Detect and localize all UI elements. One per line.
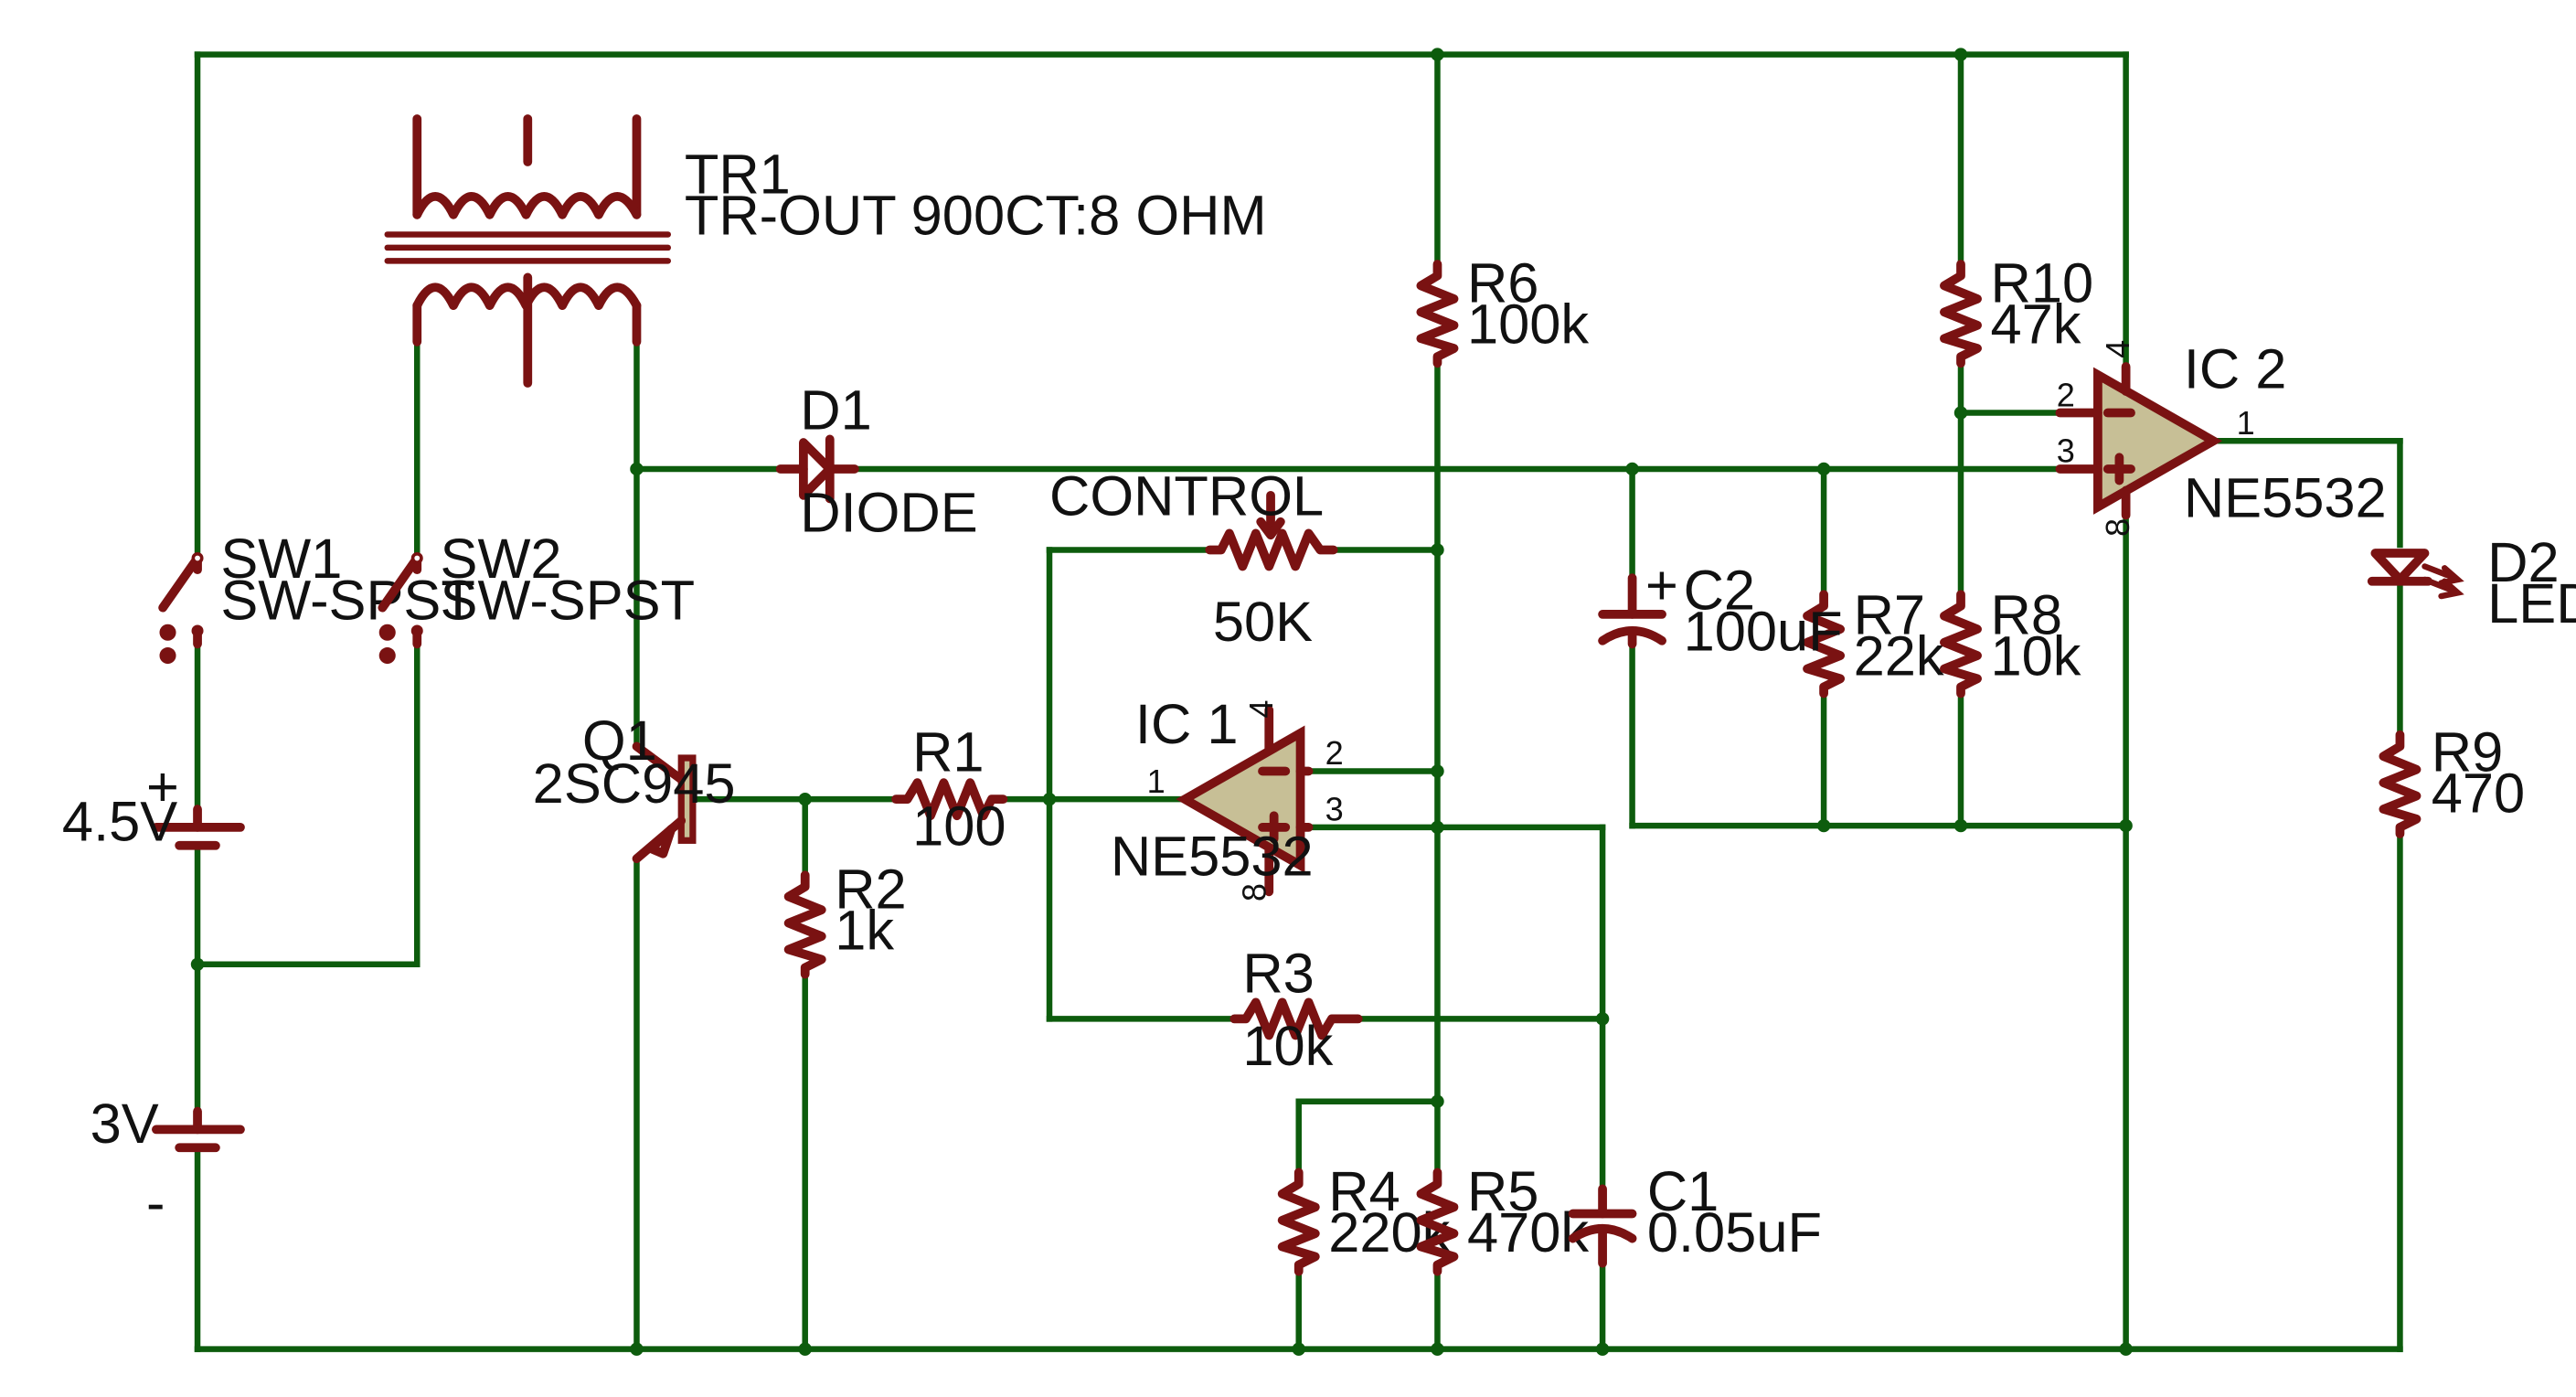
- r1-value: 100: [912, 795, 1006, 858]
- resistor-r7: R7 22k: [1803, 584, 1944, 698]
- battery-3v-value: 3V: [90, 1093, 159, 1156]
- ic2-pin1: 1: [2237, 404, 2255, 442]
- ic2-ref: IC 2: [2184, 337, 2287, 400]
- r2-ref: R2: [835, 858, 906, 921]
- battery-4v5-plus: +: [146, 755, 179, 818]
- diode-d1: D1 DIODE: [775, 379, 978, 545]
- r9-value: 470: [2432, 762, 2525, 826]
- r6-ref: R6: [1467, 252, 1538, 315]
- ic1-value: NE5532: [1111, 825, 1314, 888]
- d1-value: DIODE: [800, 482, 977, 545]
- ic1-pin3: 3: [1325, 791, 1344, 828]
- r7-ref: R7: [1854, 584, 1925, 647]
- control-label: CONTROL: [1049, 465, 1324, 528]
- q1-value: 2SC945: [533, 752, 736, 816]
- capacitor-c1: C1 0.05uF: [1568, 1160, 1822, 1268]
- resistor-r2: R2 1k: [783, 858, 907, 979]
- c2-value: 100uF: [1684, 601, 1843, 664]
- d2-value: LED: [2487, 572, 2576, 635]
- resistor-r8: R8 10k: [1940, 584, 2081, 698]
- capacitor-c2: + C2 100uF: [1598, 554, 1843, 664]
- battery-4v5: + 4.5V: [62, 755, 245, 853]
- r5-ref: R5: [1467, 1160, 1538, 1223]
- battery-3v: 3V -: [90, 1093, 245, 1235]
- ic1-pin1: 1: [1147, 762, 1166, 800]
- ic2-pin3: 3: [2057, 432, 2075, 470]
- battery-3v-minus: -: [146, 1172, 165, 1235]
- led-d2: D2 LED: [2367, 531, 2576, 635]
- c2-plus: +: [1645, 554, 1678, 617]
- ic1-ref: IC 1: [1135, 693, 1239, 756]
- resistor-r6: R6 100k: [1416, 252, 1589, 368]
- ic2-value: NE5532: [2184, 466, 2387, 529]
- resistor-r1: R1 100: [891, 720, 1008, 858]
- transformer-tr1: TR1 TR-OUT 900CT:8 OHM: [384, 114, 1267, 388]
- ic2-pin8: 8: [2099, 518, 2136, 537]
- d2-ref: D2: [2487, 531, 2559, 594]
- transistor-q1: Q1 2SC945: [533, 709, 736, 864]
- resistor-r3: R3 10k: [1229, 942, 1363, 1078]
- r1-ref: R1: [912, 720, 984, 784]
- r8-value: 10k: [1991, 625, 2081, 688]
- sw2-ref: SW2: [441, 528, 562, 591]
- ic1-pin4: 4: [1242, 700, 1280, 719]
- battery-4v5-value: 4.5V: [62, 790, 177, 853]
- r4-ref: R4: [1328, 1160, 1400, 1223]
- sw1-ref: SW1: [220, 528, 342, 591]
- ic2-pin4: 4: [2099, 340, 2136, 358]
- c1-ref: C1: [1647, 1160, 1719, 1223]
- tr1-value: TR-OUT 900CT:8 OHM: [685, 184, 1267, 247]
- r10-value: 47k: [1991, 293, 2081, 357]
- r10-ref: R10: [1991, 252, 2094, 315]
- ic1-pin8: 8: [1236, 883, 1273, 901]
- ic1-pin2: 2: [1325, 734, 1344, 772]
- r9-ref: R9: [2432, 720, 2503, 784]
- resistor-r10: R10 47k: [1940, 252, 2094, 368]
- potentiometer-control: CONTROL 50K: [1049, 465, 1338, 654]
- tr1-ref: TR1: [685, 143, 791, 206]
- sw2-value: SW-SPST: [441, 569, 696, 632]
- opamp-ic2: IC 2 NE5532 2 3 1 4 8: [2055, 337, 2387, 537]
- ic2-pin2: 2: [2057, 376, 2075, 413]
- r7-value: 22k: [1854, 625, 1944, 688]
- switch-sw1: SW1 SW-SPST: [158, 528, 475, 665]
- r2-value: 1k: [835, 900, 894, 963]
- opamp-ic1: IC 1 NE5532 1 2 3 4 8: [1111, 693, 1344, 901]
- control-value: 50K: [1213, 591, 1313, 654]
- q1-ref: Q1: [582, 709, 657, 773]
- r4-value: 220k: [1328, 1201, 1450, 1264]
- r3-ref: R3: [1242, 942, 1314, 1005]
- sw1-value: SW-SPST: [220, 569, 475, 632]
- r8-ref: R8: [1991, 584, 2062, 647]
- c2-ref: C2: [1684, 559, 1755, 622]
- r3-value: 10k: [1242, 1015, 1333, 1078]
- d1-ref: D1: [800, 379, 871, 443]
- r6-value: 100k: [1467, 293, 1589, 357]
- c1-value: 0.05uF: [1647, 1201, 1822, 1264]
- resistor-r9: R9 470: [2379, 720, 2525, 838]
- junction-dots: [190, 48, 2133, 1356]
- switch-sw2: SW2 SW-SPST: [378, 528, 696, 665]
